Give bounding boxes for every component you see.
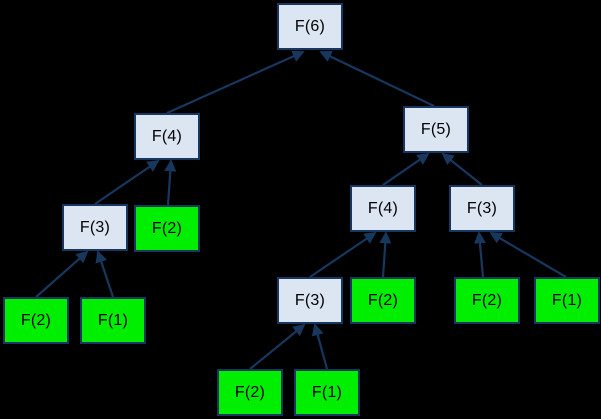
edge-f3rightchild-to-f4right xyxy=(309,231,377,278)
edge-f3left-to-f4left xyxy=(94,159,160,205)
edge-f2rightleaf-to-f4right xyxy=(379,231,392,278)
node-f2-bottom-leaf: F(2) xyxy=(217,369,283,416)
node-f1-left-leaf: F(1) xyxy=(80,297,146,344)
node-f1-far-right-leaf: F(1) xyxy=(534,277,600,324)
node-f2-far-right-leaf: F(2) xyxy=(454,277,520,324)
node-f1-bottom-leaf: F(1) xyxy=(294,369,360,416)
edge-f4left-to-f6 xyxy=(166,50,305,115)
edge-f3right-to-f5 xyxy=(441,152,483,186)
edge-f4right-to-f5 xyxy=(382,152,430,186)
edge-f2farright-to-f3right xyxy=(473,231,486,278)
edge-f5-to-f6 xyxy=(319,50,435,107)
node-f3-left: F(3) xyxy=(62,204,128,251)
node-f5-right: F(5) xyxy=(403,106,469,153)
node-f4-right: F(4) xyxy=(350,185,416,232)
node-f4-left: F(4) xyxy=(134,113,200,160)
node-f2-left: F(2) xyxy=(134,205,200,252)
edge-f1leftleaf-to-f3left xyxy=(95,250,115,298)
node-f6-root: F(6) xyxy=(277,3,343,50)
edge-f1bottom-to-f3rightchild xyxy=(311,323,329,370)
edge-f2leftleaf-to-f3left xyxy=(35,250,89,298)
node-f2-left-leaf: F(2) xyxy=(3,297,69,344)
node-f3-right: F(3) xyxy=(449,185,515,232)
node-f2-right-leaf: F(2) xyxy=(350,277,416,324)
edge-f1farright-to-f3right xyxy=(489,232,567,278)
edge-f2bottom-to-f3rightchild xyxy=(249,323,306,370)
node-f3-right-child: F(3) xyxy=(277,277,343,324)
edge-f2left-to-f4left xyxy=(164,159,177,206)
